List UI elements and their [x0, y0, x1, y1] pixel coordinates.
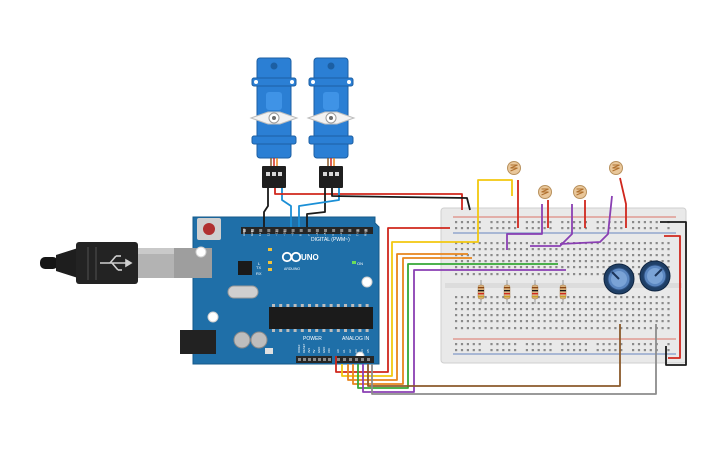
svg-text:ARDUINO: ARDUINO [284, 267, 300, 271]
tx-label: TX [256, 265, 261, 270]
servo-connector [262, 166, 286, 188]
wire-a5 [367, 324, 621, 387]
wire-ldr-red4 [619, 177, 627, 228]
potentiometer-2[interactable] [639, 260, 671, 292]
power-pin-label: RESET [302, 343, 306, 353]
wire-ldr1-purple [506, 204, 543, 250]
analog-pin-label: A3 [354, 349, 358, 353]
reset-button[interactable] [203, 223, 215, 235]
power-pin-label: IOREF [297, 344, 301, 353]
digital-pin-label: ~6 [315, 232, 319, 236]
wire-servo1-vcc [274, 188, 463, 210]
digital-pin-label: TX 1 [355, 229, 359, 236]
digital-pin-label: 7 [307, 234, 311, 236]
digital-pin-label: ~10 [283, 231, 287, 236]
power-pin-label: VIN [327, 348, 331, 353]
resistor [503, 280, 511, 304]
wire-a2 [352, 257, 472, 385]
wire-a4 [362, 269, 566, 393]
servos [249, 57, 356, 188]
wire-a1 [347, 253, 468, 381]
digital-pin-label: GND [250, 229, 254, 237]
digital-pin-label: ~5 [323, 232, 327, 236]
wire-a0 [341, 179, 513, 377]
rx-label: RX [256, 271, 262, 276]
digital-pin-label: 8 [299, 234, 303, 236]
photoresistor [538, 185, 552, 199]
analog-label: ANALOG IN [342, 336, 370, 342]
photoresistor [609, 161, 623, 175]
potentiometer-1[interactable] [603, 263, 635, 295]
analog-pin-label: A0 [336, 349, 340, 353]
digital-pin-label: AREF [242, 228, 246, 236]
digital-pin-label: RX 0 [364, 229, 368, 236]
resistor [559, 280, 567, 304]
wire-red-right [664, 235, 681, 359]
digital-label: DIGITAL (PWM~) [311, 237, 350, 243]
wire-servo2-gnd [306, 188, 326, 227]
arduino-board: L TX RX ON UNO ARDUINO DIGITAL (PWM~) PO… [174, 216, 380, 365]
analog-pin-label: A5 [366, 349, 370, 353]
resistor [477, 280, 485, 304]
digital-pin-label: 2 [347, 234, 351, 236]
wire-5v-rail [335, 227, 450, 373]
wire-ldr3-purple [559, 195, 613, 245]
power-pin-label: 3V3 [307, 348, 311, 353]
photoresistor [507, 161, 521, 175]
digital-pin-label: ~11 [274, 231, 278, 236]
digital-pin-label: 4 [331, 234, 335, 236]
potentiometers [603, 260, 671, 295]
usb-cable [40, 242, 176, 284]
power-pin-label: 5V [312, 349, 316, 353]
digital-pin-label: 12 [266, 232, 270, 236]
wire-gnd-rail [660, 221, 687, 366]
photoresistor [573, 185, 587, 199]
wire-ldr2-purple [530, 204, 573, 247]
l-label: L [258, 261, 261, 266]
photoresistors [507, 161, 623, 199]
servo-motor [306, 57, 356, 188]
wires [263, 177, 687, 395]
power-label: POWER [303, 336, 322, 342]
resistors [477, 280, 567, 304]
power-pin-label: GND [322, 347, 326, 353]
digital-pin-label: ~3 [339, 232, 343, 236]
power-pin-label: GND [317, 347, 321, 353]
wire-gray [371, 324, 657, 395]
on-label: ON [357, 261, 363, 266]
resistor [531, 280, 539, 304]
servo-motor [249, 57, 299, 188]
digital-pin-label: ~9 [291, 232, 295, 236]
analog-pin-label: A1 [342, 349, 346, 353]
servo-connector [319, 166, 343, 188]
digital-pin-label: 13 [258, 232, 262, 236]
wire-servo2-signal [298, 188, 340, 227]
analog-pin-label: A4 [360, 349, 364, 353]
wire-a3 [357, 263, 558, 389]
uno-logo-text: UNO [301, 253, 319, 262]
arduino-logo-icon [281, 251, 302, 263]
analog-pin-label: A2 [348, 349, 352, 353]
usb-icon [100, 255, 133, 271]
wire-servo2-vcc [331, 188, 471, 211]
wire-servo1-gnd [263, 188, 269, 227]
